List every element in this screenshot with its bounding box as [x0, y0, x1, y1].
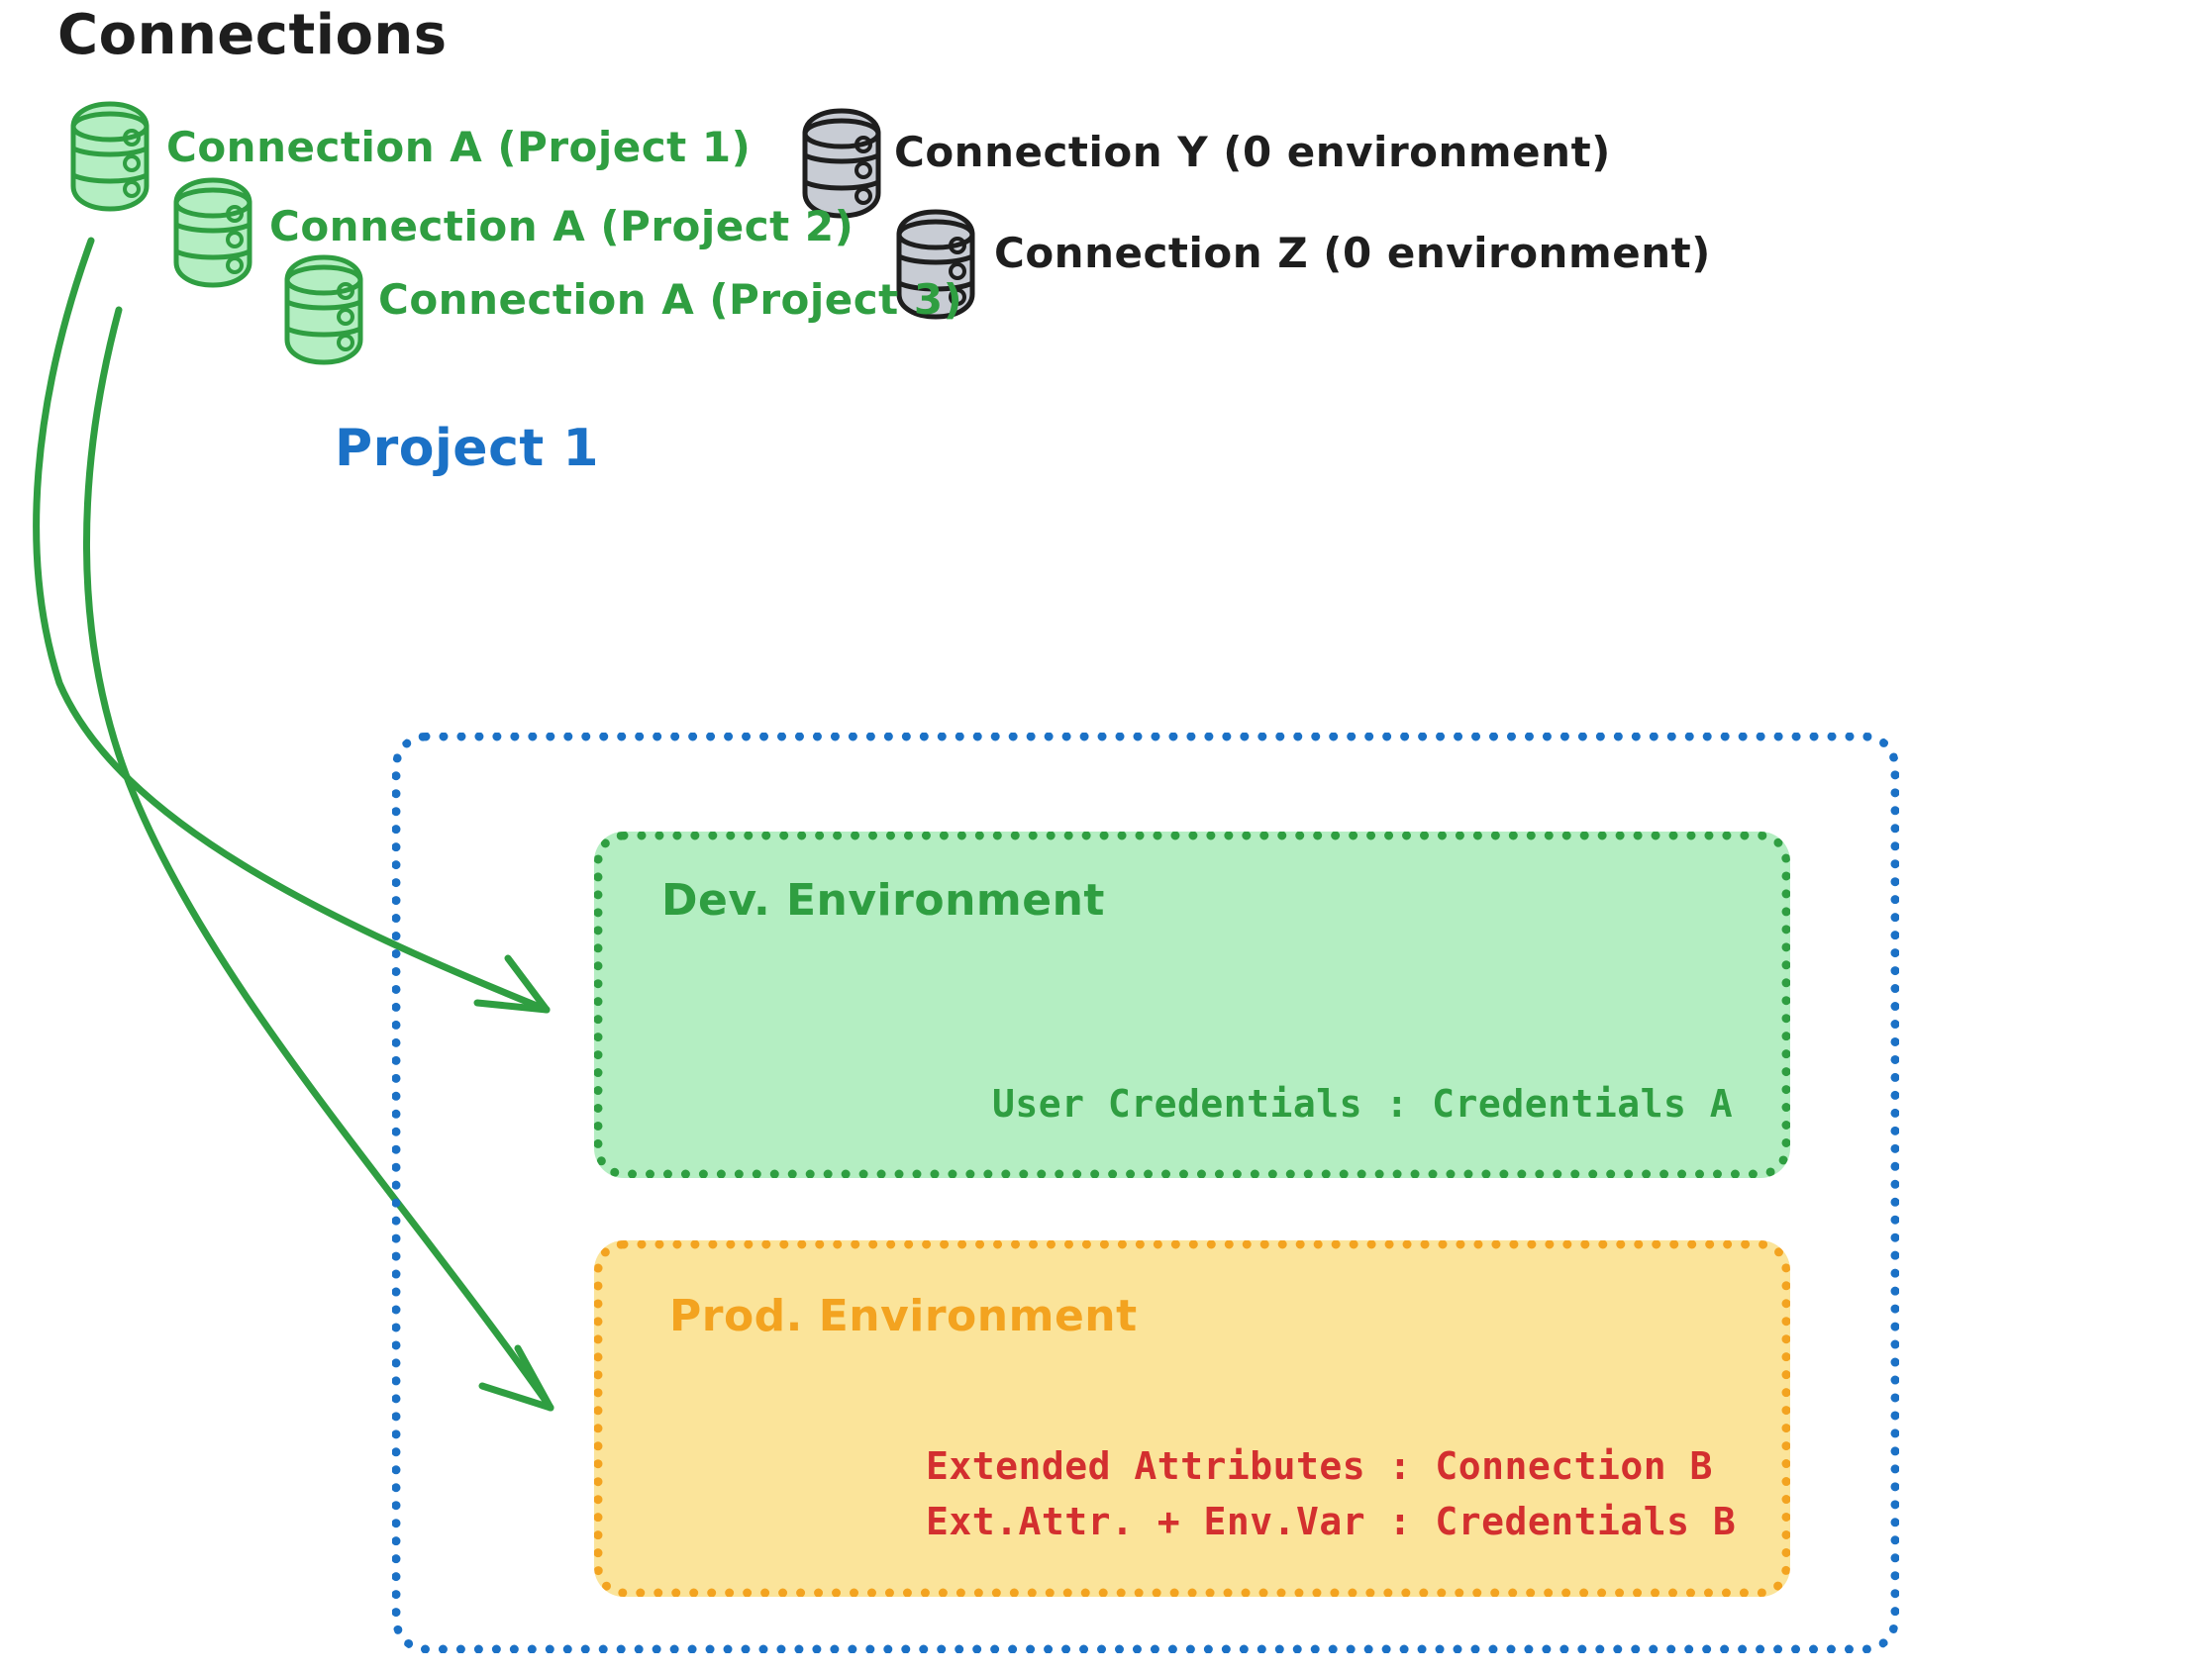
- database-icon-conn-y[interactable]: [802, 108, 881, 219]
- prod-environment-extended-attributes-line: Extended Attributes : Connection B: [926, 1444, 1713, 1488]
- dev-environment-box[interactable]: [594, 832, 1790, 1178]
- database-icon-conn-a-project-1[interactable]: [70, 101, 150, 212]
- connection-label-conn-a-project-3: Connection A (Project 3): [378, 275, 963, 324]
- prod-environment-title: Prod. Environment: [669, 1291, 1138, 1341]
- connection-label-conn-a-project-2: Connection A (Project 2): [269, 202, 855, 250]
- prod-environment-env-var-line: Ext.Attr. + Env.Var : Credentials B: [926, 1500, 1737, 1543]
- dev-environment-title: Dev. Environment: [661, 875, 1105, 926]
- project-1-container: [392, 733, 1899, 1653]
- connection-label-conn-a-project-1: Connection A (Project 1): [166, 123, 752, 171]
- database-icon-conn-a-project-3[interactable]: [284, 254, 363, 365]
- database-icon-conn-z[interactable]: [896, 209, 975, 320]
- arrow-conn-a-to-dev: [33, 237, 551, 1014]
- prod-environment-box[interactable]: [594, 1240, 1790, 1597]
- arrow-conn-a-to-prod: [83, 306, 554, 1412]
- connection-label-conn-z: Connection Z (0 environment): [994, 229, 1711, 277]
- connection-label-conn-y: Connection Y (0 environment): [894, 128, 1611, 176]
- dev-environment-credentials-line: User Credentials : Credentials A: [992, 1082, 1734, 1126]
- database-icon-conn-a-project-2[interactable]: [173, 177, 252, 288]
- project-label: Project 1: [335, 419, 600, 478]
- page-title: Connections: [57, 3, 448, 67]
